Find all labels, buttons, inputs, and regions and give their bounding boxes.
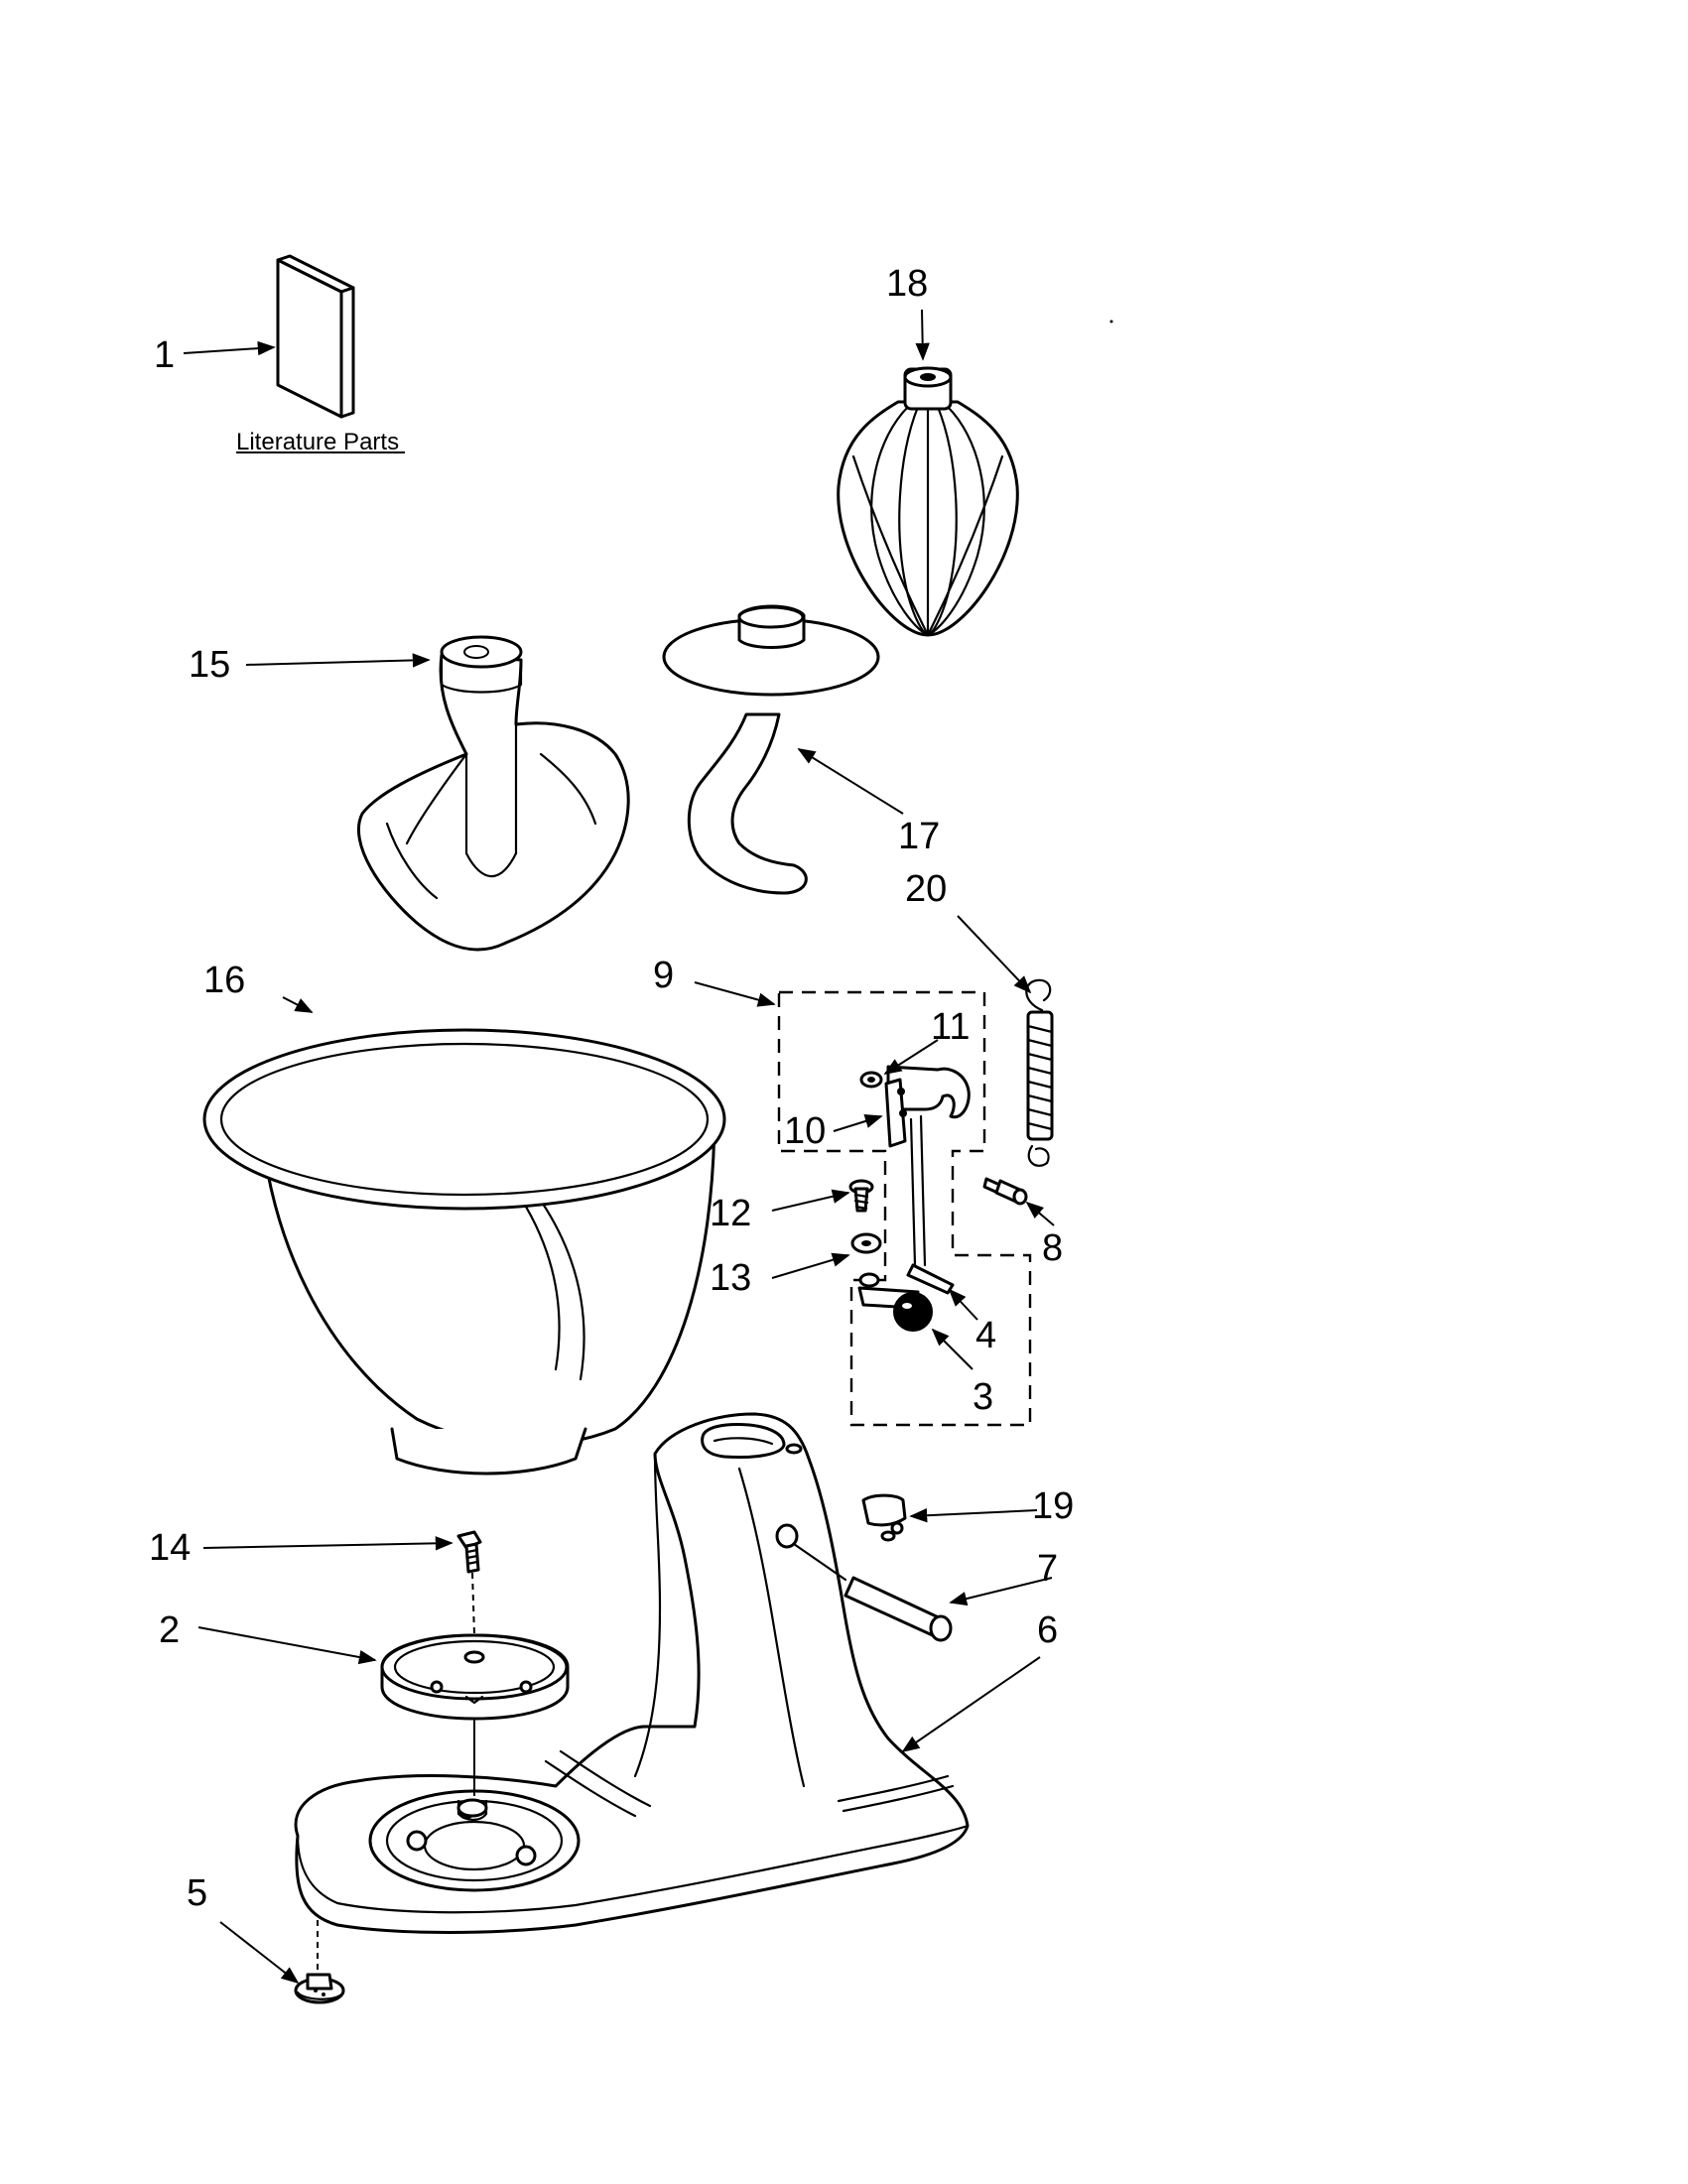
callout-20: 20 xyxy=(905,868,947,910)
bolt-14 xyxy=(456,1530,482,1574)
arrow-20 xyxy=(957,915,1032,994)
arrow-17 xyxy=(797,748,904,815)
callout-13: 13 xyxy=(710,1257,751,1299)
callout-12: 12 xyxy=(710,1193,751,1234)
bolt-14-axis xyxy=(471,1572,475,1636)
callout-15: 15 xyxy=(189,644,230,686)
arrow-8 xyxy=(1025,1201,1055,1226)
arrow-19 xyxy=(909,1508,1038,1523)
callout-4: 4 xyxy=(975,1315,996,1356)
callout-2: 2 xyxy=(159,1609,180,1651)
foot-5 xyxy=(294,1973,345,2004)
callout-11: 11 xyxy=(931,1006,970,1048)
rod-4 xyxy=(857,1114,955,1310)
arrow-2 xyxy=(197,1626,377,1665)
arrow-13 xyxy=(771,1252,850,1279)
callout-8: 8 xyxy=(1042,1227,1063,1269)
arrow-6 xyxy=(901,1656,1041,1753)
arrow-4 xyxy=(948,1288,978,1321)
group-9-outline xyxy=(777,990,1032,1427)
arrow-9 xyxy=(694,981,776,1007)
washer-13 xyxy=(850,1232,882,1254)
flat-beater xyxy=(356,635,630,952)
lever-10 xyxy=(884,1065,971,1148)
arrow-10 xyxy=(833,1113,883,1132)
callout-19: 19 xyxy=(1032,1485,1074,1527)
callout-17: 17 xyxy=(898,816,940,857)
washer-11 xyxy=(859,1071,883,1089)
arrow-3 xyxy=(931,1328,974,1370)
literature-caption: Literature Parts xyxy=(236,429,399,455)
arrow-5 xyxy=(219,1921,300,1985)
clamp-plate-2 xyxy=(380,1633,570,1721)
callout-1: 1 xyxy=(154,334,175,376)
mixing-bowl xyxy=(202,1028,726,1476)
arrow-1 xyxy=(183,340,276,356)
arrow-7 xyxy=(949,1577,1053,1606)
callout-9: 9 xyxy=(653,955,674,996)
screw-12 xyxy=(848,1179,874,1213)
callout-3: 3 xyxy=(973,1376,993,1418)
arrow-14 xyxy=(202,1536,454,1551)
ball-knob-3 xyxy=(893,1292,933,1332)
stray-dot xyxy=(1109,320,1113,323)
arrow-11 xyxy=(883,1039,939,1075)
latch-19 xyxy=(861,1493,907,1542)
ball-knob-highlight xyxy=(902,1303,912,1309)
arrow-12 xyxy=(771,1189,850,1212)
hinge-pin-7 xyxy=(775,1523,953,1642)
literature-booklet xyxy=(276,254,355,419)
wire-whip xyxy=(837,366,1019,637)
callout-16: 16 xyxy=(203,960,245,1001)
callout-6: 6 xyxy=(1037,1609,1058,1651)
callout-10: 10 xyxy=(784,1110,826,1152)
callout-18: 18 xyxy=(886,263,928,305)
callout-5: 5 xyxy=(187,1872,207,1914)
arrow-18 xyxy=(915,309,930,361)
pin-8 xyxy=(982,1177,1028,1206)
callout-14: 14 xyxy=(149,1527,191,1569)
arrow-15 xyxy=(245,653,431,668)
arrow-16 xyxy=(282,996,314,1013)
mixer-pedestal xyxy=(294,1412,970,1934)
dough-hook xyxy=(662,604,880,895)
callout-7: 7 xyxy=(1037,1548,1058,1590)
spring xyxy=(1025,978,1054,1167)
